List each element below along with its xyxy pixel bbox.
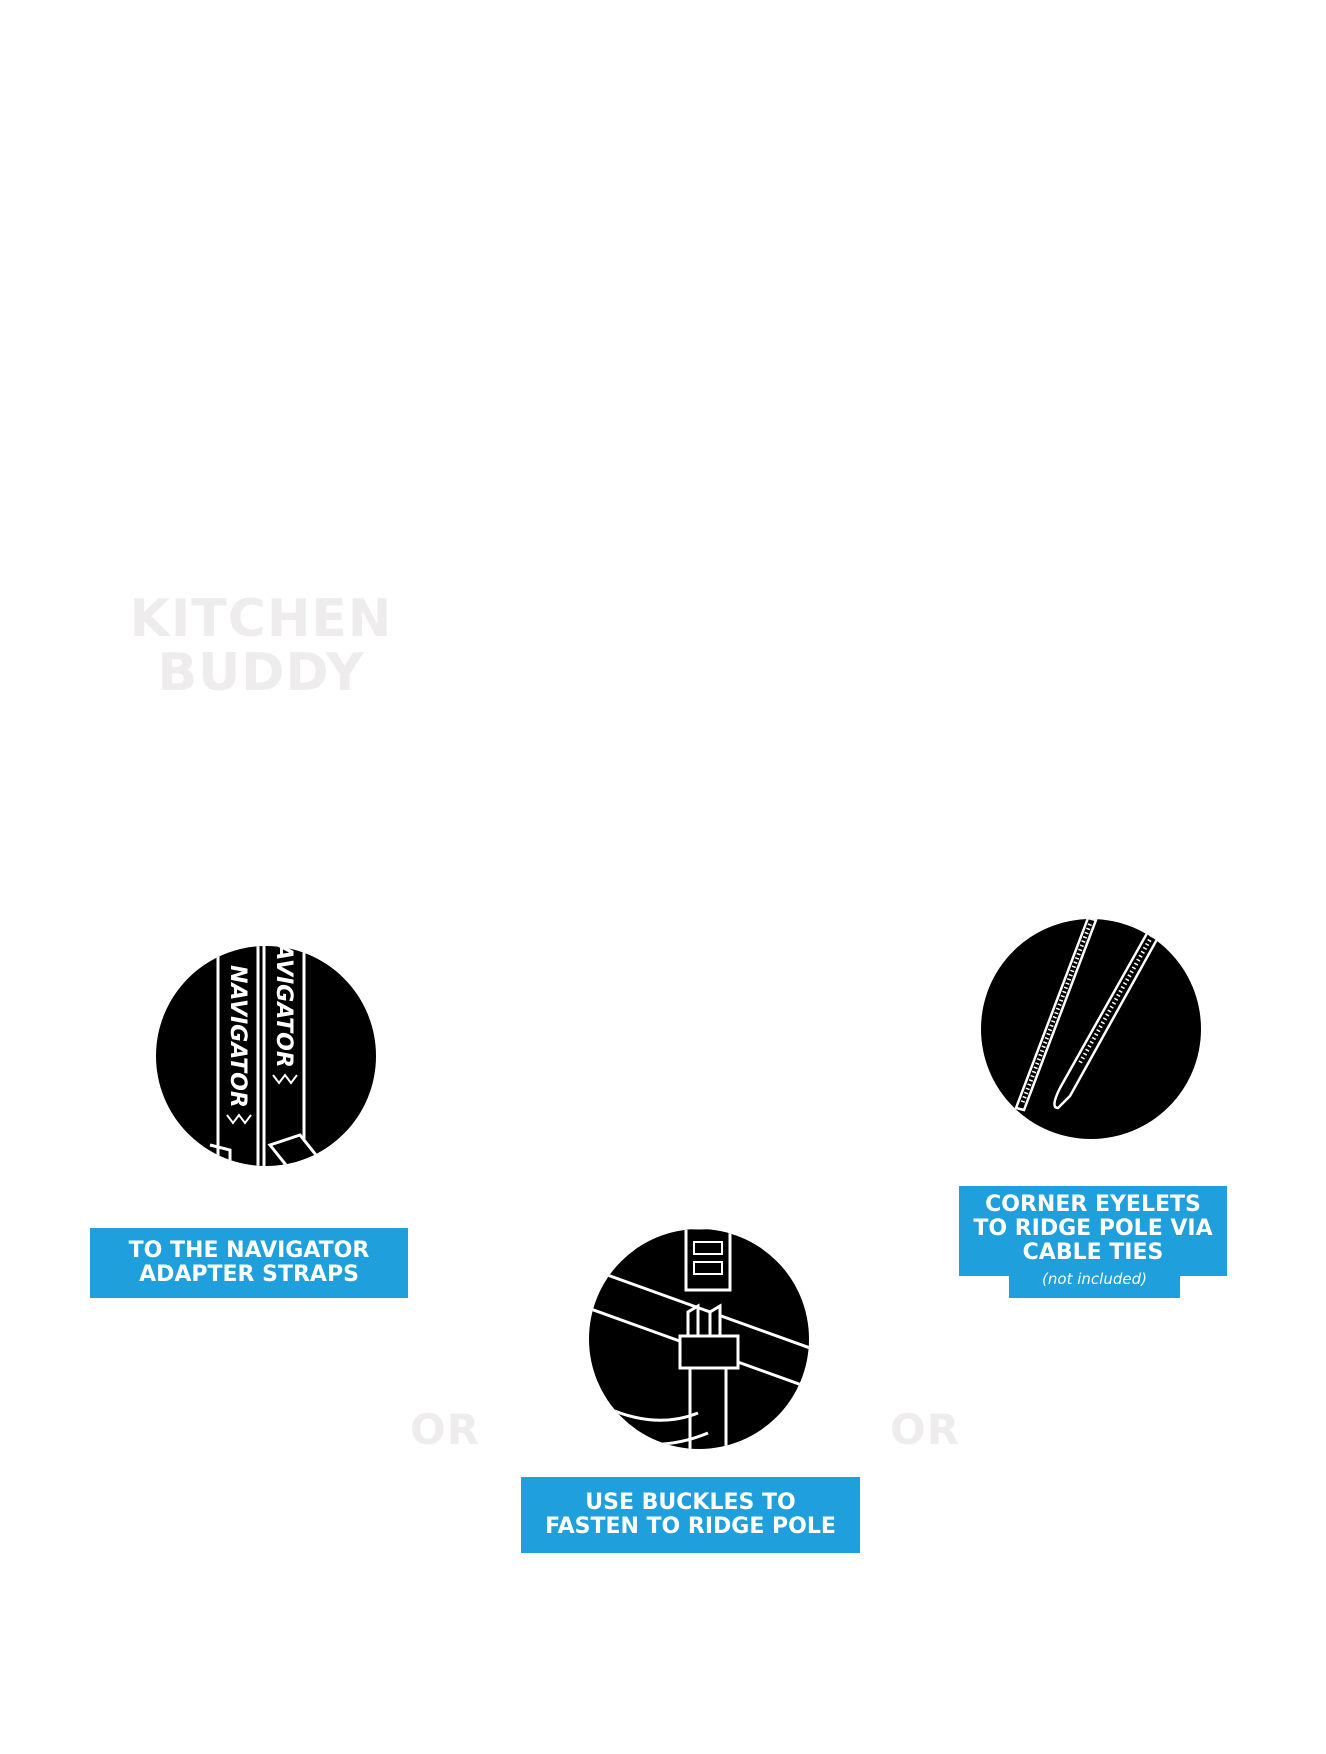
buckle-illustration — [589, 1229, 809, 1449]
title-line-1: KITCHEN — [129, 589, 393, 649]
or-separator-left: OR — [410, 1405, 481, 1454]
navigator-strap-illustration: NAVIGATOR NAVIGATOR — [156, 945, 376, 1166]
not-included-note: (not included) — [1009, 1268, 1180, 1298]
buckles-label: USE BUCKLES TO FASTEN TO RIDGE POLE — [521, 1477, 860, 1553]
strap-text-left: NAVIGATOR — [225, 965, 250, 1108]
cable-ties-label-line-3: CABLE TIES — [1022, 1240, 1164, 1265]
cable-ties-label: CORNER EYELETS TO RIDGE POLE VIA CABLE T… — [959, 1186, 1227, 1276]
title-line-2: BUDDY — [157, 643, 365, 703]
navigator-label-line-2: ADAPTER STRAPS — [139, 1262, 359, 1287]
buckles-label-line-2: FASTEN TO RIDGE POLE — [545, 1514, 836, 1539]
page-title: KITCHEN BUDDY — [120, 592, 402, 700]
cable-ties-label-line-1: CORNER EYELETS — [985, 1192, 1201, 1217]
buckles-label-line-1: USE BUCKLES TO — [585, 1490, 796, 1515]
navigator-label-line-1: TO THE NAVIGATOR — [128, 1238, 370, 1263]
navigator-straps-label: TO THE NAVIGATOR ADAPTER STRAPS — [90, 1228, 408, 1298]
or-separator-right: OR — [890, 1405, 961, 1454]
strap-text-right: NAVIGATOR — [271, 945, 296, 1068]
cable-ties-illustration — [981, 919, 1201, 1139]
cable-ties-label-line-2: TO RIDGE POLE VIA — [973, 1216, 1213, 1241]
